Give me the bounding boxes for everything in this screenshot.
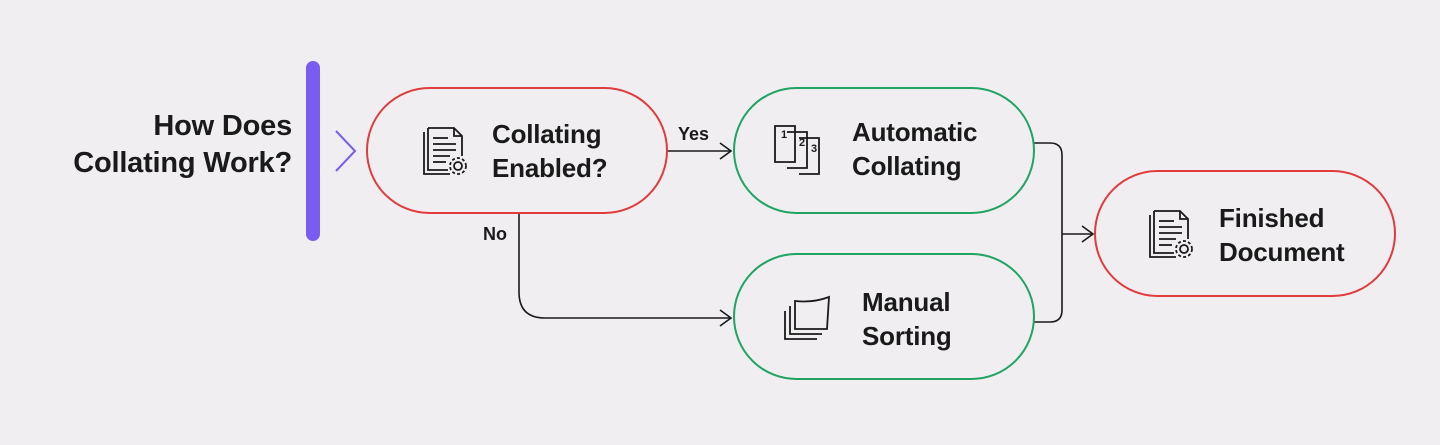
page-title: How Does Collating Work? (73, 108, 292, 182)
stacked-sheets-icon (783, 293, 835, 348)
manual-sorting-label: Manual Sorting (862, 287, 952, 351)
chevron-right-icon (335, 130, 357, 172)
finished-document-node: Finished Document (1094, 170, 1396, 297)
finished-document-label: Finished Document (1219, 203, 1345, 267)
svg-text:2: 2 (799, 137, 805, 149)
title-line-2: Collating Work? (73, 147, 292, 179)
no-label: No (483, 224, 507, 244)
yes-label: Yes (678, 124, 710, 144)
title-line-1: How Does (153, 110, 292, 142)
numbered-pages-icon: 1 2 3 (773, 124, 829, 183)
decision-label: Collating Enabled? (492, 119, 608, 183)
merge-connector-top (1033, 142, 1063, 323)
automatic-collating-node: 1 2 3 Automatic Collating (733, 87, 1035, 214)
document-gear-icon (1146, 209, 1194, 266)
no-connector (518, 212, 733, 327)
manual-sorting-node: Manual Sorting (733, 253, 1035, 380)
decision-node: Collating Enabled? (366, 87, 668, 214)
document-gear-icon (420, 126, 468, 183)
accent-bar (306, 61, 320, 241)
svg-text:1: 1 (781, 129, 787, 141)
svg-text:3: 3 (811, 143, 817, 155)
automatic-collating-label: Automatic Collating (852, 117, 978, 181)
